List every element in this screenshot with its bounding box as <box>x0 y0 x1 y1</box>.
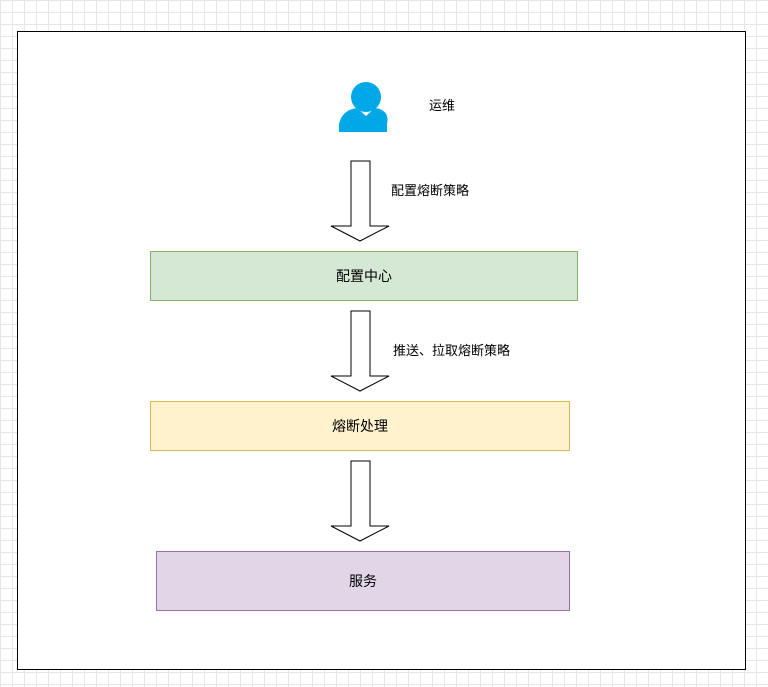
arrow-label-push-pull-policy: 推送、拉取熔断策略 <box>393 344 511 359</box>
actor-label: 运维 <box>429 99 456 114</box>
flow-arrow-1 <box>330 160 390 242</box>
flow-arrow-3 <box>330 460 390 542</box>
config-center-label: 配置中心 <box>336 269 392 285</box>
circuit-breaker-label: 熔断处理 <box>332 419 388 435</box>
flow-arrow-2 <box>330 310 390 392</box>
service-label: 服务 <box>349 574 377 590</box>
config-center-node: 配置中心 <box>150 251 578 301</box>
circuit-breaker-node: 熔断处理 <box>150 401 570 451</box>
service-node: 服务 <box>156 551 570 611</box>
arrow-label-configure-policy: 配置熔断策略 <box>391 184 470 199</box>
user-icon <box>339 82 388 132</box>
